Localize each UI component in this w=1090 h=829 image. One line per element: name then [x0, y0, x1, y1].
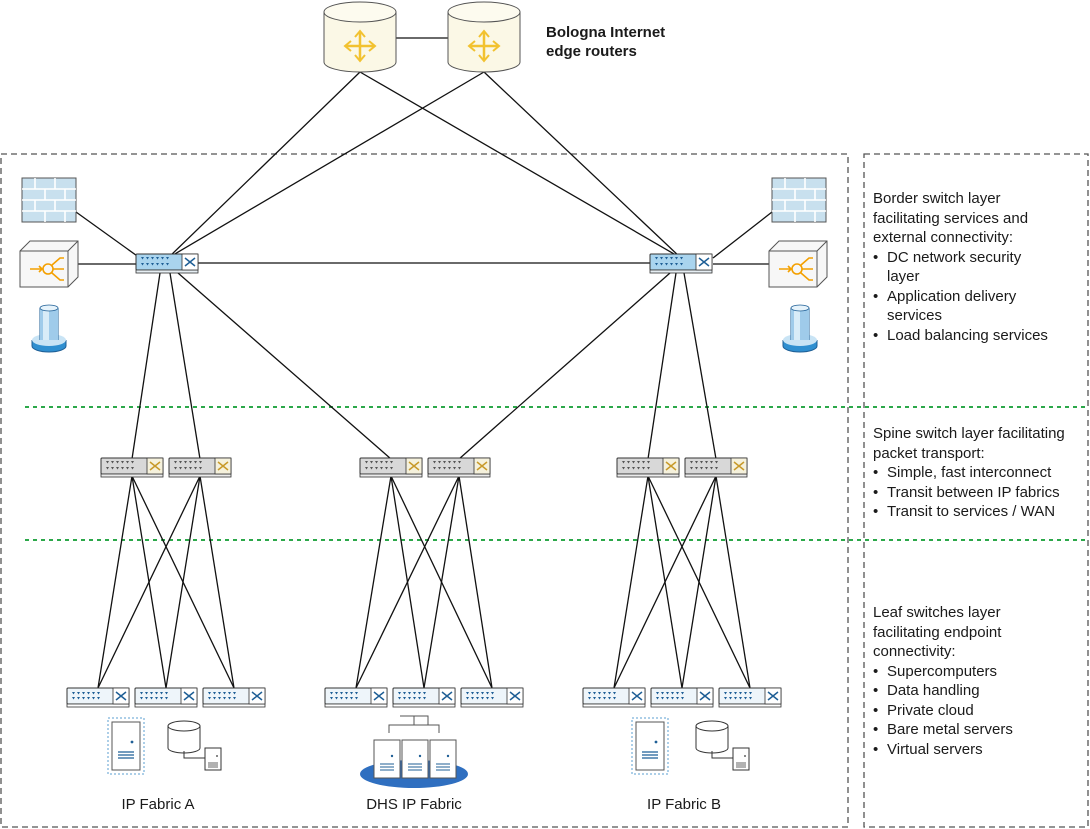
- load-balancer-icon: [768, 240, 828, 288]
- switch-icon: [427, 457, 491, 478]
- edge-routers-title: Bologna Internet edge routers: [546, 23, 665, 61]
- leaf-item: Virtual servers: [873, 740, 1085, 760]
- switch-icon: [684, 457, 748, 478]
- switch-icon: [135, 253, 199, 274]
- leaf-item: Bare metal servers: [873, 720, 1085, 740]
- spine-item: Simple, fast interconnect: [873, 463, 1087, 483]
- switch-icon: [202, 687, 266, 708]
- switch-icon: [134, 687, 198, 708]
- switch-icon: [392, 687, 456, 708]
- spine-items: Simple, fast interconnect Transit betwee…: [873, 463, 1087, 522]
- links: [75, 37, 773, 689]
- leaf-items: Supercomputers Data handling Private clo…: [873, 662, 1085, 760]
- border-heading-line: external connectivity:: [873, 229, 1014, 246]
- leaf-item: Supercomputers: [873, 662, 1085, 682]
- leaf-heading-line: facilitating endpoint: [873, 623, 1002, 641]
- border-item: Load balancing services: [873, 326, 1085, 346]
- spine-layer-description: Spine switch layer facilitating packet t…: [873, 424, 1087, 522]
- switch-icon: [168, 457, 232, 478]
- router-icon: [323, 1, 397, 73]
- switch-icon: [616, 457, 680, 478]
- server-icon: [631, 717, 669, 775]
- switch-icon: [100, 457, 164, 478]
- firewall-icon: [21, 177, 77, 223]
- load-balancer-icon: [19, 240, 79, 288]
- firewall-icon: [771, 177, 827, 223]
- server-icon: [732, 747, 750, 771]
- switch-icon: [460, 687, 524, 708]
- border-heading-line: facilitating services and: [873, 209, 1029, 227]
- cloud-server-icon: [360, 715, 468, 788]
- server-icon: [107, 717, 145, 775]
- database-icon: [695, 720, 729, 754]
- switch-icon: [649, 253, 713, 274]
- fabric-b-label: IP Fabric B: [647, 796, 721, 813]
- router-icon: [447, 1, 521, 73]
- leaf-heading-line: connectivity:: [873, 643, 956, 660]
- switch-icon: [359, 457, 423, 478]
- border-layer-description: Border switch layer facilitating service…: [873, 189, 1085, 345]
- switch-icon: [650, 687, 714, 708]
- main-area-frame: [0, 153, 849, 828]
- switch-icon: [582, 687, 646, 708]
- spine-heading-line: Spine switch layer facilitating: [873, 425, 1065, 442]
- leaf-item: Private cloud: [873, 701, 1085, 721]
- edge-routers-title-line: Bologna Internet: [546, 24, 666, 41]
- spine-item: Transit to services / WAN: [873, 502, 1087, 522]
- legend-frame: [863, 153, 1089, 828]
- storage-icon: [782, 304, 818, 353]
- edge-routers-title-line: edge routers: [546, 43, 637, 60]
- database-icon: [167, 720, 201, 754]
- server-icon: [204, 747, 222, 771]
- switch-icon: [718, 687, 782, 708]
- spine-heading-line: packet transport:: [873, 444, 985, 462]
- fabric-dhs-label: DHS IP Fabric: [366, 796, 462, 813]
- fabric-a-label: IP Fabric A: [121, 796, 195, 813]
- border-heading-line: Border switch layer: [873, 190, 1001, 207]
- storage-icon: [31, 304, 67, 353]
- switch-icon: [66, 687, 130, 708]
- leaf-item: Data handling: [873, 681, 1085, 701]
- leaf-layer-description: Leaf switches layer facilitating endpoin…: [873, 603, 1085, 759]
- spine-item: Transit between IP fabrics: [873, 483, 1087, 503]
- leaf-heading-line: Leaf switches layer: [873, 604, 1001, 621]
- switch-icon: [324, 687, 388, 708]
